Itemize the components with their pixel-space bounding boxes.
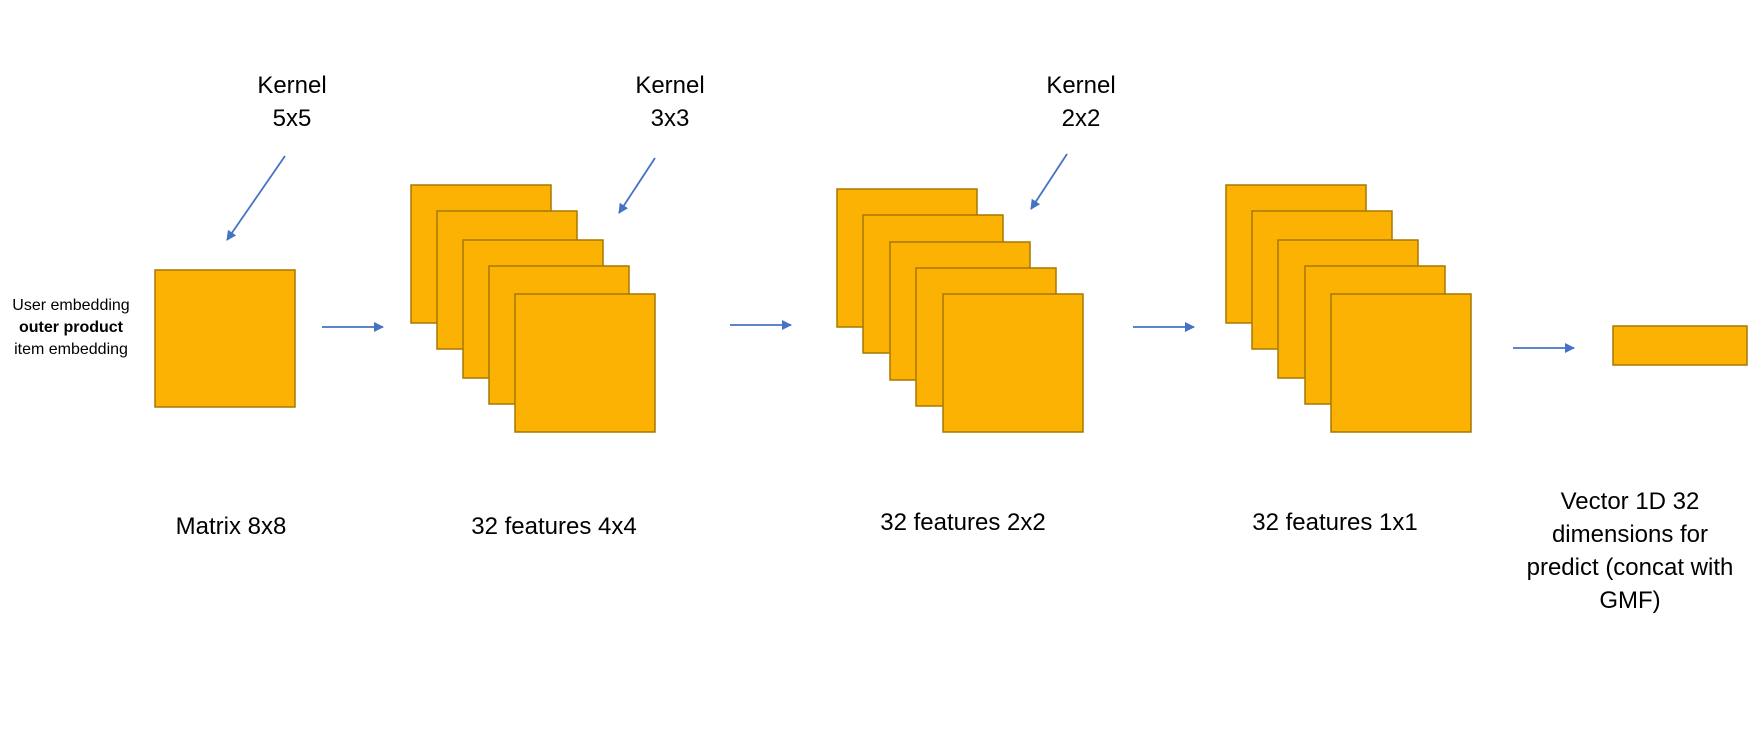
kernel-3x3-label: Kernel 3x3 <box>590 69 750 135</box>
kernel-size: 5x5 <box>272 105 312 132</box>
feature-map <box>514 293 656 433</box>
kernel-2x2-label: Kernel 2x2 <box>1001 69 1161 135</box>
features-4x4-caption: 32 features 4x4 <box>471 513 637 540</box>
features-2x2-caption: 32 features 2x2 <box>880 509 1046 536</box>
kernel-title: Kernel <box>635 72 705 99</box>
kernel-3x3-arrow <box>618 157 656 214</box>
matrix-8x8-caption: Matrix 8x8 <box>175 513 287 540</box>
kernel-title: Kernel <box>1046 72 1116 99</box>
kernel-title: Kernel <box>257 72 327 99</box>
kernel-5x5-arrow <box>226 155 286 241</box>
output-vector-bar <box>1612 325 1748 366</box>
kernel-size: 2x2 <box>1061 105 1101 132</box>
feature-map <box>1330 293 1472 433</box>
feature-stack-1x1 <box>1225 184 1472 433</box>
input-label-line-1: User embedding <box>12 297 130 314</box>
kernel-2x2-arrow <box>1030 153 1068 210</box>
features-1x1-caption: 32 features 1x1 <box>1252 509 1418 536</box>
kernel-size: 3x3 <box>650 105 690 132</box>
input-label-line-3: item embedding <box>14 341 128 358</box>
kernel-5x5-label: Kernel 5x5 <box>212 69 372 135</box>
matrix-8x8-square <box>154 269 296 408</box>
feature-stack-4x4 <box>410 184 656 433</box>
input-label: User embedding outer product item embedd… <box>0 295 142 361</box>
feature-stack-2x2 <box>836 188 1084 433</box>
vector-caption: Vector 1D 32 dimensions for predict (con… <box>1526 488 1734 614</box>
feature-map <box>942 293 1084 433</box>
input-label-line-2: outer product <box>19 319 123 336</box>
